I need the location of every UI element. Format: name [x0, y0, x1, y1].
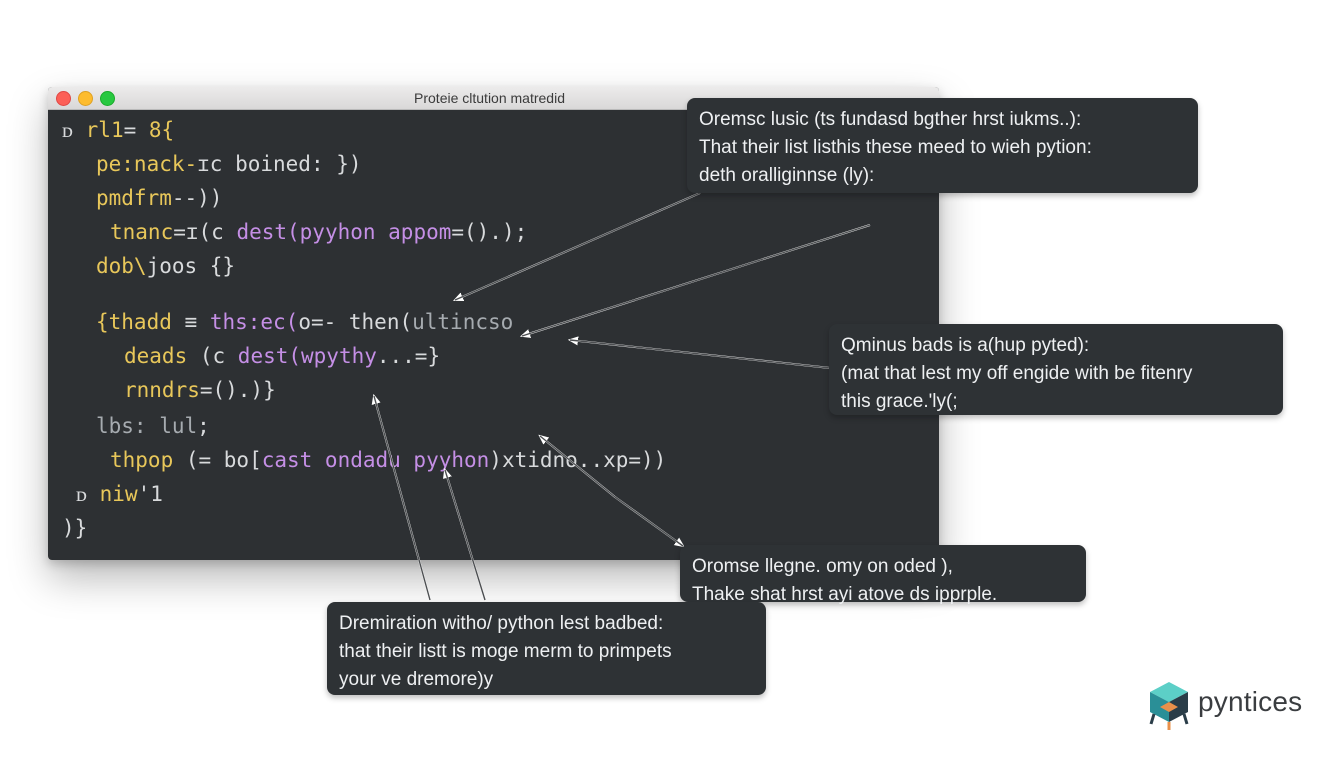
- close-window-button[interactable]: [56, 91, 71, 106]
- code-token: =().);: [451, 220, 528, 244]
- code-token: ths:ec(: [209, 310, 299, 334]
- callout-line: That their list listhis these meed to wi…: [699, 137, 1092, 158]
- code-line: ᴅ niw'1: [76, 481, 163, 507]
- window-title-text: Proteie cltution matredid: [414, 90, 565, 106]
- code-token: joos {}: [146, 254, 236, 278]
- callout-bottom: Dremiration witho/ python lest badbed: t…: [327, 602, 766, 695]
- code-line: thpop (= bo[cast ondadu pyyhon)xtidno..x…: [110, 447, 666, 473]
- callout-line: this grace.'ly(;: [841, 391, 958, 412]
- callout-line: Qminus bads is a(hup pyted):: [841, 335, 1090, 356]
- code-token: {thadd: [96, 310, 185, 334]
- callout-top-right: Oremsc lusic (ts fundasd bgther hrst iuk…: [687, 98, 1198, 193]
- code-token: niw: [99, 482, 138, 506]
- code-line: deads (c dest(wpythy...=}: [124, 343, 440, 369]
- code-token: dest(wpythy: [237, 344, 377, 368]
- code-line: lbs: lul;: [96, 413, 210, 439]
- code-token: lbs: lul: [96, 414, 198, 438]
- code-line: {thadd ≡ ths:ec(o=- then(ultincso: [96, 309, 513, 335]
- code-token: thpop: [110, 448, 186, 472]
- code-line: )}: [62, 515, 87, 541]
- code-token: cast ondadu pyyhon: [261, 448, 490, 472]
- code-line: pe:nack-ɪc boined: }): [96, 151, 362, 177]
- code-line: rnndrs=().)}: [124, 377, 276, 403]
- callout-lower-right: Oromse llegne. omy on oded ), Thake shat…: [680, 545, 1086, 605]
- code-token: rnndrs: [124, 378, 200, 402]
- code-token: ᴅ: [62, 118, 86, 142]
- zoom-window-button[interactable]: [100, 91, 115, 106]
- code-token: deads: [124, 344, 200, 368]
- cube-logo-icon: [1149, 682, 1189, 730]
- callout-line: (mat that lest my off engide with be fit…: [841, 363, 1193, 384]
- code-line: dob\joos {}: [96, 253, 235, 279]
- callout-line: your ve dremore)y: [339, 669, 494, 690]
- code-token: pmdfrm: [96, 186, 172, 210]
- code-token: pe:nack-: [96, 152, 198, 176]
- code-token: ɪc boined: }): [197, 152, 362, 176]
- code-token: --)): [171, 186, 223, 210]
- code-token: ≡: [184, 310, 210, 334]
- code-token: ultincso: [412, 310, 514, 334]
- code-token: =ɪ(c: [173, 220, 237, 244]
- code-token: (c: [199, 344, 238, 368]
- code-token: rl1: [85, 118, 124, 142]
- callout-line: that their listt is moge merm to primpet…: [339, 641, 672, 662]
- callout-line: Oremsc lusic (ts fundasd bgther hrst iuk…: [699, 109, 1082, 130]
- minimize-window-button[interactable]: [78, 91, 93, 106]
- code-token: dob\: [96, 254, 147, 278]
- callout-line: Oromse llegne. omy on oded ),: [692, 556, 953, 577]
- code-token: 8{: [148, 118, 175, 142]
- callout-middle-right: Qminus bads is a(hup pyted): (mat that l…: [829, 324, 1283, 415]
- brand-logo: pyntices: [1146, 680, 1316, 732]
- code-token: dest(pyyhon appom: [236, 220, 452, 244]
- code-token: ;: [197, 414, 210, 438]
- code-line: ᴅ rl1= 8{: [62, 117, 174, 143]
- callout-line: deth oralliginnse (ly):: [699, 165, 875, 186]
- code-line: tnanc=ɪ(c dest(pyyhon appom=().);: [110, 219, 527, 245]
- callout-line: Dremiration witho/ python lest badbed:: [339, 613, 664, 634]
- code-token: tnanc: [110, 220, 174, 244]
- code-token: '1: [137, 482, 163, 506]
- code-token: )}: [62, 516, 88, 540]
- code-token: )xtidno..xp=)): [489, 448, 667, 472]
- code-token: ᴅ: [76, 482, 100, 506]
- code-token: ...=}: [376, 344, 441, 368]
- code-token: o=- then(: [298, 310, 413, 334]
- code-token: =().)}: [199, 378, 276, 402]
- code-token: (= bo[: [185, 448, 262, 472]
- code-line: pmdfrm--)): [96, 185, 222, 211]
- brand-name: pyntices: [1198, 686, 1303, 717]
- callout-line: Thake shat hrst ayi atove ds ipprple.: [692, 584, 998, 605]
- window-title: Proteie cltution matredid: [48, 90, 939, 106]
- code-token: =: [123, 118, 149, 142]
